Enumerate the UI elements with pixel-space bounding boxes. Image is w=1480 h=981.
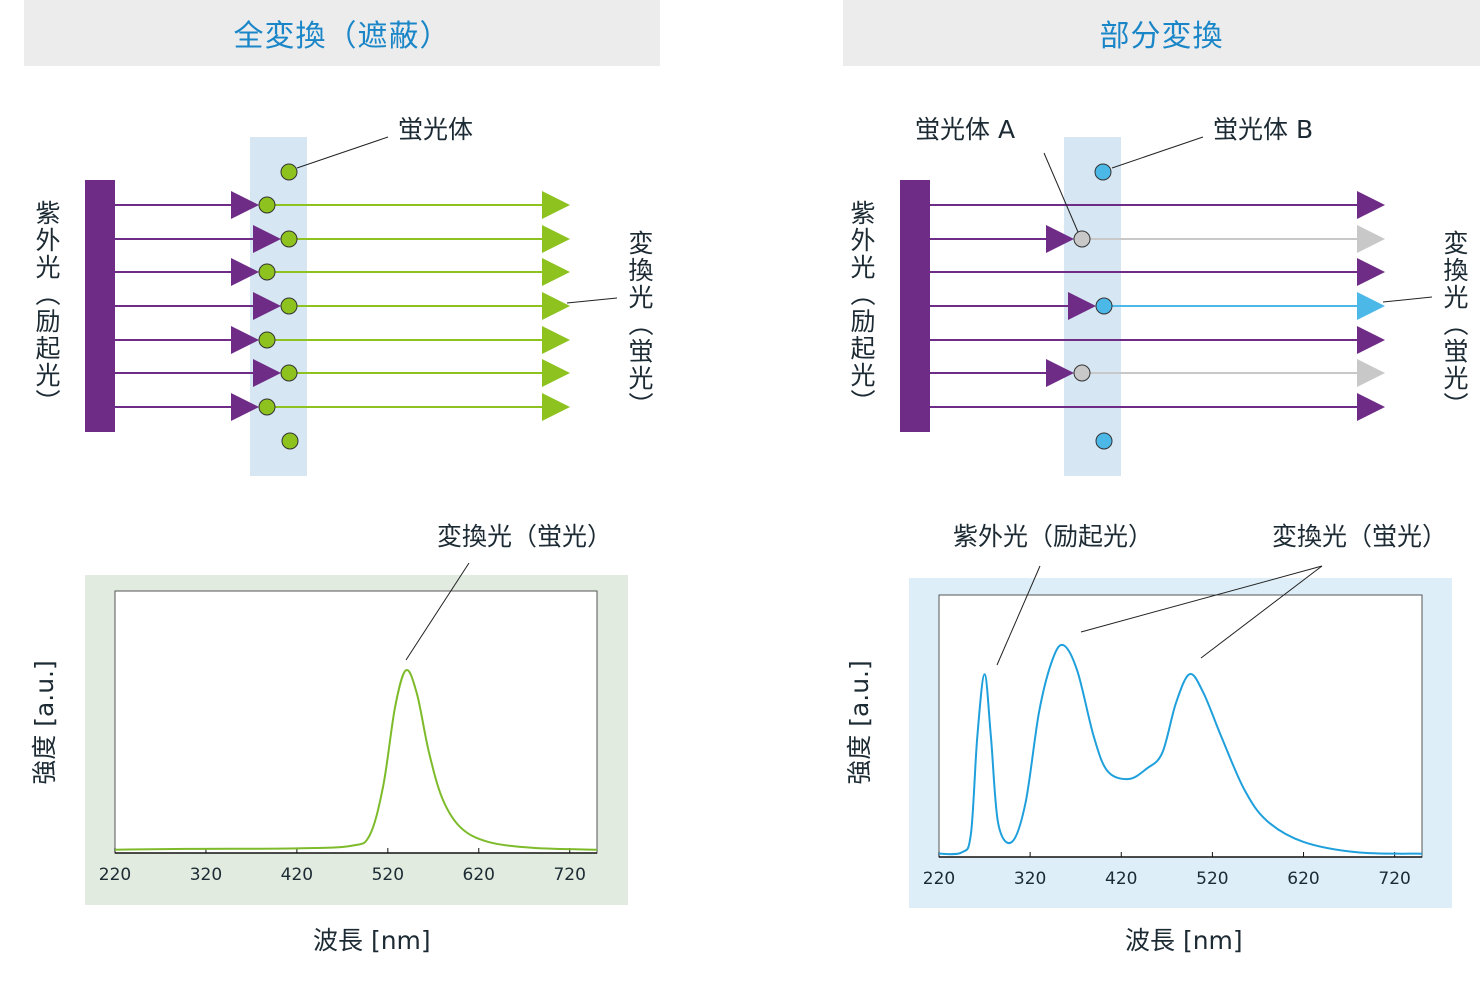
chart-annotation-uv: 紫外光（励起光）: [953, 522, 1154, 551]
uv-arrowhead: [1357, 326, 1385, 354]
uv-light-label: 紫外光（励起光）: [32, 200, 61, 416]
leader-line: [566, 297, 618, 304]
phosphor-label: 蛍光体: [398, 115, 474, 144]
x-tick-label: 420: [1105, 869, 1138, 889]
x-tick-label: 420: [280, 865, 314, 885]
panel-header-full-conversion: 全変換（遮蔽）: [24, 0, 660, 66]
annotation-leader-line: [1080, 565, 1323, 633]
x-tick-label: 520: [371, 865, 405, 885]
phosphor-b-label: 蛍光体 B: [1213, 115, 1314, 144]
converted-arrowhead: [542, 258, 570, 286]
phosphor-particle: [1095, 432, 1113, 450]
converted-arrowhead: [542, 326, 570, 354]
y-axis-label: 強度 [a.u.]: [844, 660, 874, 785]
chart-annotation-converted: 変換光（蛍光）: [437, 522, 613, 551]
plot-area: [938, 594, 1423, 858]
annotation-leader-line: [1200, 565, 1323, 659]
phosphor-particle: [280, 230, 298, 248]
x-tick-label: 220: [98, 865, 132, 885]
panel-title: 部分変換: [1099, 19, 1224, 54]
x-tick-label: 320: [1013, 869, 1047, 889]
uv-arrowhead: [253, 225, 281, 253]
uv-light-source: [900, 180, 930, 432]
phosphor-particle: [1094, 163, 1112, 181]
leader-line: [1043, 152, 1079, 233]
converted-arrowhead: [1357, 292, 1385, 320]
phosphor-particle: [258, 331, 276, 349]
uv-light-source: [85, 180, 115, 432]
x-tick-label: 620: [462, 865, 495, 885]
converted-arrowhead: [542, 393, 570, 421]
x-tick-label: 320: [189, 865, 223, 885]
x-tick-label: 220: [922, 869, 956, 889]
phosphor-particle: [1073, 364, 1091, 382]
uv-arrowhead: [231, 191, 259, 219]
uv-arrowhead: [231, 393, 259, 421]
phosphor-particle: [258, 196, 276, 214]
spectrum-line: [938, 643, 1423, 856]
x-axis-label: 波長 [nm]: [313, 926, 431, 955]
phosphor-a-label: 蛍光体 A: [915, 115, 1016, 144]
uv-arrowhead: [1357, 393, 1385, 421]
phosphor-particle: [280, 163, 298, 181]
x-tick-label: 620: [1287, 869, 1320, 889]
panel-header-partial-conversion: 部分変換: [843, 0, 1480, 66]
converted-arrowhead: [542, 292, 570, 320]
uv-arrowhead: [253, 292, 281, 320]
converted-light-label: 変換光（蛍光）: [1440, 230, 1469, 419]
leader-line: [1111, 136, 1204, 169]
uv-arrowhead: [231, 326, 259, 354]
x-tick-label: 520: [1196, 869, 1229, 889]
converted-arrowhead: [1357, 359, 1385, 387]
annotation-leader-line: [996, 565, 1041, 666]
phosphor-particle: [280, 364, 298, 382]
phosphor-particle: [1073, 230, 1091, 248]
phosphor-particle: [258, 263, 276, 281]
converted-arrowhead: [542, 191, 570, 219]
uv-arrowhead: [1046, 225, 1074, 253]
chart-annotation-converted: 変換光（蛍光）: [1272, 522, 1448, 551]
x-tick-label: 720: [1378, 869, 1411, 889]
uv-arrowhead: [1068, 292, 1096, 320]
leader-line: [296, 136, 389, 169]
converted-light-label: 変換光（蛍光）: [625, 230, 654, 419]
x-axis-label: 波長 [nm]: [1125, 926, 1243, 955]
uv-arrowhead: [1046, 359, 1074, 387]
uv-light-label: 紫外光（励起光）: [847, 200, 876, 416]
y-axis-label: 強度 [a.u.]: [29, 660, 59, 785]
uv-arrowhead: [1357, 258, 1385, 286]
converted-arrowhead: [1357, 225, 1385, 253]
uv-arrowhead: [253, 359, 281, 387]
phosphor-particle: [281, 432, 299, 450]
annotation-leader-line: [405, 562, 470, 661]
phosphor-particle: [280, 297, 298, 315]
panel-title: 全変換（遮蔽）: [233, 19, 451, 54]
leader-line: [1382, 296, 1433, 303]
phosphor-particle: [1095, 297, 1113, 315]
phosphor-particle: [258, 398, 276, 416]
converted-arrowhead: [542, 225, 570, 253]
spectrum-line: [114, 669, 598, 851]
uv-arrowhead: [231, 258, 259, 286]
x-tick-label: 720: [553, 865, 586, 885]
converted-arrowhead: [542, 359, 570, 387]
uv-arrowhead: [1357, 191, 1385, 219]
plot-area: [114, 590, 598, 854]
